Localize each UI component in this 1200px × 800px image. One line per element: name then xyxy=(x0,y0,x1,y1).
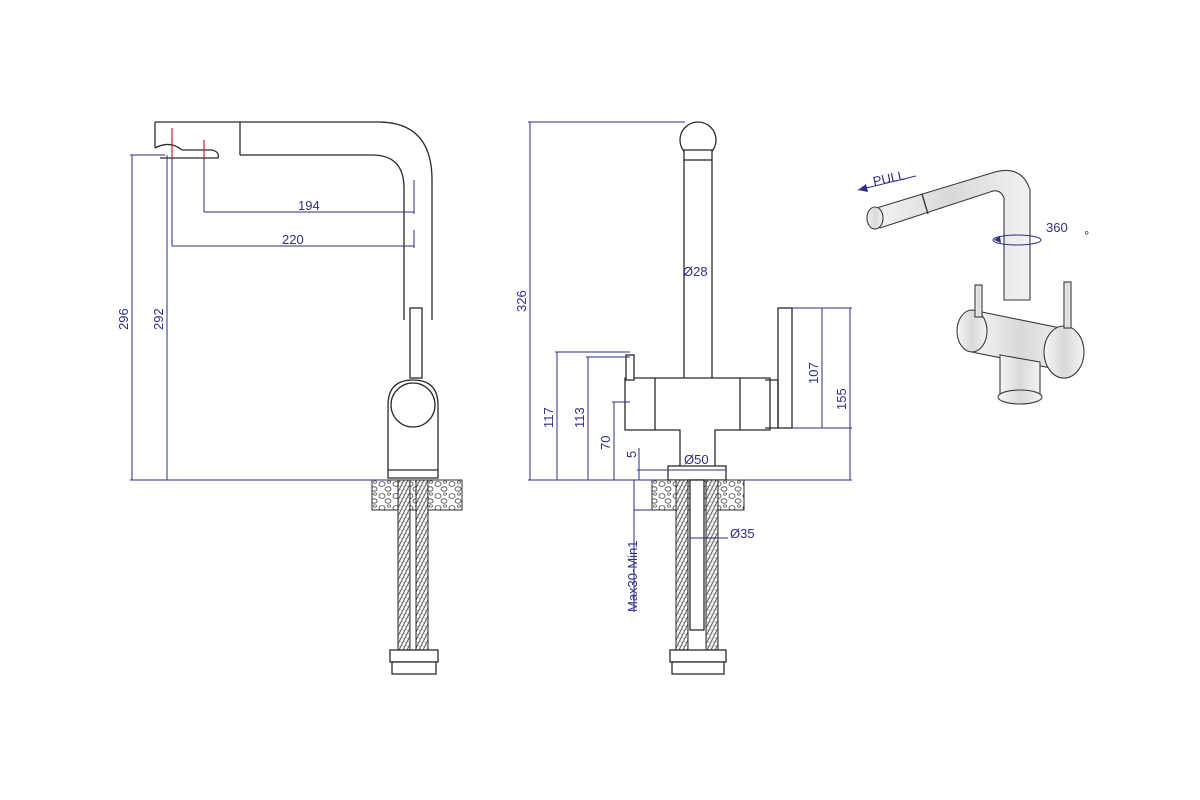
front-right-handle xyxy=(777,307,793,429)
dim-194: 194 xyxy=(298,198,320,213)
side-lever xyxy=(409,307,423,379)
front-hose xyxy=(675,479,689,651)
dim-113: 113 xyxy=(572,407,587,428)
dim-296: 296 xyxy=(116,308,131,330)
pull-arrow xyxy=(857,175,917,192)
side-spout xyxy=(240,121,433,320)
dim-shank-diameter: Ø35 xyxy=(730,526,755,541)
rotation-indicator xyxy=(992,234,1042,246)
iso-base-ring xyxy=(997,389,1043,405)
front-left-lever xyxy=(625,354,635,381)
side-body xyxy=(387,379,439,479)
side-fitting xyxy=(391,661,437,675)
dim-70: 70 xyxy=(598,436,613,450)
iso-right-lever xyxy=(1063,281,1072,329)
front-spout-joint xyxy=(683,149,713,161)
front-dimensions xyxy=(528,121,852,612)
iso-spray-head xyxy=(866,206,884,230)
front-fitting xyxy=(669,649,727,663)
dim-base-diameter: Ø50 xyxy=(684,452,709,467)
side-hose xyxy=(397,479,411,651)
front-view: 326 Ø28 117 113 70 5 Ø50 Ø35 Max30-Min1 … xyxy=(514,121,852,675)
front-base xyxy=(667,465,727,481)
isometric-view: PULL 360 ° xyxy=(857,167,1089,405)
front-spout-column xyxy=(683,160,713,378)
side-spray-head xyxy=(154,121,240,159)
side-hose xyxy=(415,479,429,651)
iso-right-cap xyxy=(1043,325,1085,379)
front-fitting xyxy=(671,661,725,675)
dim-spout-diameter: Ø28 xyxy=(683,264,708,279)
pull-label: PULL xyxy=(872,167,907,188)
dim-326: 326 xyxy=(514,290,529,312)
dim-5: 5 xyxy=(624,451,639,458)
iso-left-cap xyxy=(956,309,988,353)
front-shank xyxy=(689,479,705,631)
iso-spout xyxy=(869,169,1031,301)
dim-155: 155 xyxy=(834,388,849,410)
dim-117: 117 xyxy=(541,407,556,428)
side-view: 194 220 296 292 xyxy=(116,121,463,675)
iso-left-lever xyxy=(974,284,983,318)
dim-220: 220 xyxy=(282,232,304,247)
side-dimensions xyxy=(130,154,415,481)
front-hose xyxy=(705,479,719,651)
dim-thickness: Max30-Min1 xyxy=(625,540,640,612)
dim-292: 292 xyxy=(151,308,166,330)
degree-symbol: ° xyxy=(1084,228,1089,243)
side-fitting xyxy=(389,649,439,663)
dim-107: 107 xyxy=(806,362,821,384)
rotation-label: 360 xyxy=(1046,220,1068,235)
